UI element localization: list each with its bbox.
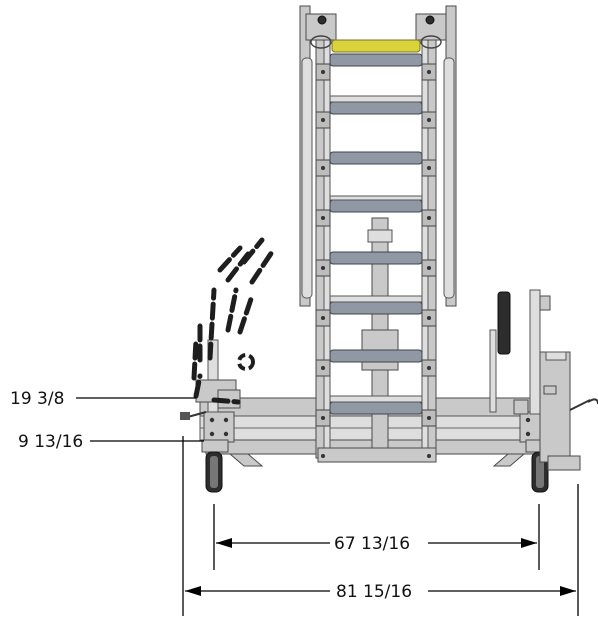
dimension-height-lower: 9 13/16 — [18, 432, 204, 452]
dimension-outer-width: 81 15/16 — [185, 582, 576, 602]
left-dashed-swing-arm — [191, 237, 275, 405]
right-stand — [489, 289, 598, 471]
left-dashed-knob — [237, 353, 255, 371]
dimension-inner-width: 67 13/16 — [216, 534, 537, 554]
dimension-label-inner-width: 67 13/16 — [334, 534, 410, 554]
dimension-label-height-upper: 19 3/8 — [10, 389, 64, 409]
dimension-height-upper: 19 3/8 — [10, 389, 196, 409]
left-caster — [201, 439, 229, 493]
ladder — [299, 5, 457, 463]
dimension-label-height-lower: 9 13/16 — [18, 432, 83, 452]
dimension-label-outer-width: 81 15/16 — [336, 582, 412, 602]
